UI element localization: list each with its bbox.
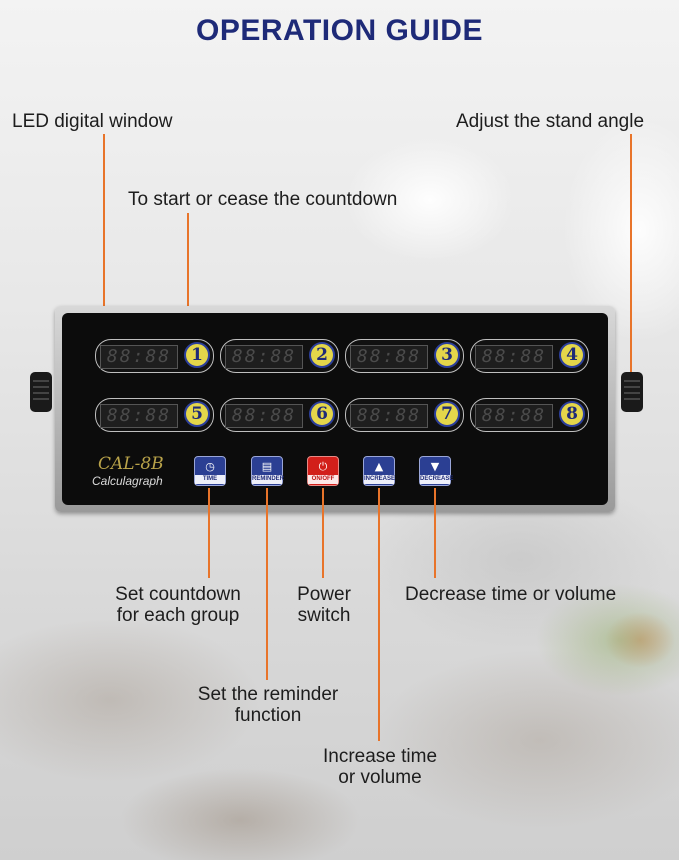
- timer-number-badge[interactable]: 2: [309, 342, 335, 368]
- triangle-down-icon: ▼: [430, 460, 440, 473]
- lcd-display: 88:88: [225, 345, 303, 369]
- triangle-up-icon: ▲: [374, 460, 384, 473]
- lcd-display: 88:88: [100, 404, 178, 428]
- timer-number-badge[interactable]: 1: [184, 342, 210, 368]
- clock-icon: ◷: [205, 460, 215, 473]
- leader-led-window: [103, 134, 105, 344]
- lcd-display: 88:88: [475, 345, 553, 369]
- timer-5[interactable]: 88:88 5: [95, 398, 214, 432]
- timer-number-badge[interactable]: 6: [309, 401, 335, 427]
- left-stand-knob[interactable]: [30, 372, 52, 412]
- timer-1[interactable]: 88:88 1: [95, 339, 214, 373]
- timer-number-badge[interactable]: 8: [559, 401, 585, 427]
- timer-2[interactable]: 88:88 2: [220, 339, 339, 373]
- leader-time: [208, 488, 210, 578]
- label-increase-line1: Increase time: [322, 746, 438, 767]
- decrease-button-label: DECREASE: [420, 475, 454, 484]
- label-power-line2: switch: [297, 605, 351, 626]
- leader-start-cease: [187, 213, 189, 344]
- timer-3[interactable]: 88:88 3: [345, 339, 464, 373]
- timer-4[interactable]: 88:88 4: [470, 339, 589, 373]
- label-stand-angle: Adjust the stand angle: [456, 111, 645, 132]
- leader-increase: [378, 488, 380, 741]
- leader-power: [322, 488, 324, 578]
- time-button[interactable]: ◷ TIME: [194, 456, 226, 486]
- decrease-button[interactable]: ▼ DECREASE: [419, 456, 454, 486]
- timer-6[interactable]: 88:88 6: [220, 398, 339, 432]
- label-led-window: LED digital window: [12, 111, 173, 132]
- label-reminder-line1: Set the reminder: [197, 684, 339, 705]
- label-set-countdown-line1: Set countdown: [115, 584, 241, 605]
- cart-icon: ▤: [261, 460, 273, 473]
- label-power-switch: Power switch: [274, 584, 374, 626]
- increase-button[interactable]: ▲ INCREASE: [363, 456, 395, 486]
- lcd-display: 88:88: [350, 345, 428, 369]
- timer-number-badge[interactable]: 4: [559, 342, 585, 368]
- brand-name: Calculagraph: [92, 474, 163, 488]
- leader-decrease: [434, 488, 436, 578]
- power-icon: ⏻: [318, 460, 328, 473]
- label-power-line1: Power: [297, 584, 351, 605]
- time-button-label: TIME: [195, 475, 225, 484]
- label-start-cease: To start or cease the countdown: [128, 189, 398, 210]
- timer-number-badge[interactable]: 5: [184, 401, 210, 427]
- model-name: CAL-8B: [98, 454, 164, 474]
- label-increase: Increase time or volume: [305, 746, 455, 788]
- label-increase-line2: or volume: [338, 767, 422, 788]
- timer-number-badge[interactable]: 7: [434, 401, 460, 427]
- lcd-display: 88:88: [100, 345, 178, 369]
- label-reminder: Set the reminder function: [178, 684, 358, 726]
- label-set-countdown: Set countdown for each group: [98, 584, 258, 626]
- timer-8[interactable]: 88:88 8: [470, 398, 589, 432]
- increase-button-label: INCREASE: [364, 475, 396, 484]
- reminder-button-label: REMINDER: [252, 475, 285, 484]
- right-stand-knob[interactable]: [621, 372, 643, 412]
- lcd-display: 88:88: [475, 404, 553, 428]
- timer-number-badge[interactable]: 3: [434, 342, 460, 368]
- lcd-display: 88:88: [350, 404, 428, 428]
- timer-7[interactable]: 88:88 7: [345, 398, 464, 432]
- label-decrease: Decrease time or volume: [405, 584, 617, 605]
- label-set-countdown-line2: for each group: [116, 605, 240, 626]
- reminder-button[interactable]: ▤ REMINDER: [251, 456, 285, 486]
- label-reminder-line2: function: [234, 705, 302, 726]
- power-button-label: ON/OFF: [308, 475, 338, 484]
- leader-reminder: [266, 488, 268, 680]
- lcd-display: 88:88: [225, 404, 303, 428]
- leader-stand-angle: [630, 134, 632, 376]
- page-title: OPERATION GUIDE: [196, 14, 483, 47]
- power-button[interactable]: ⏻ ON/OFF: [307, 456, 339, 486]
